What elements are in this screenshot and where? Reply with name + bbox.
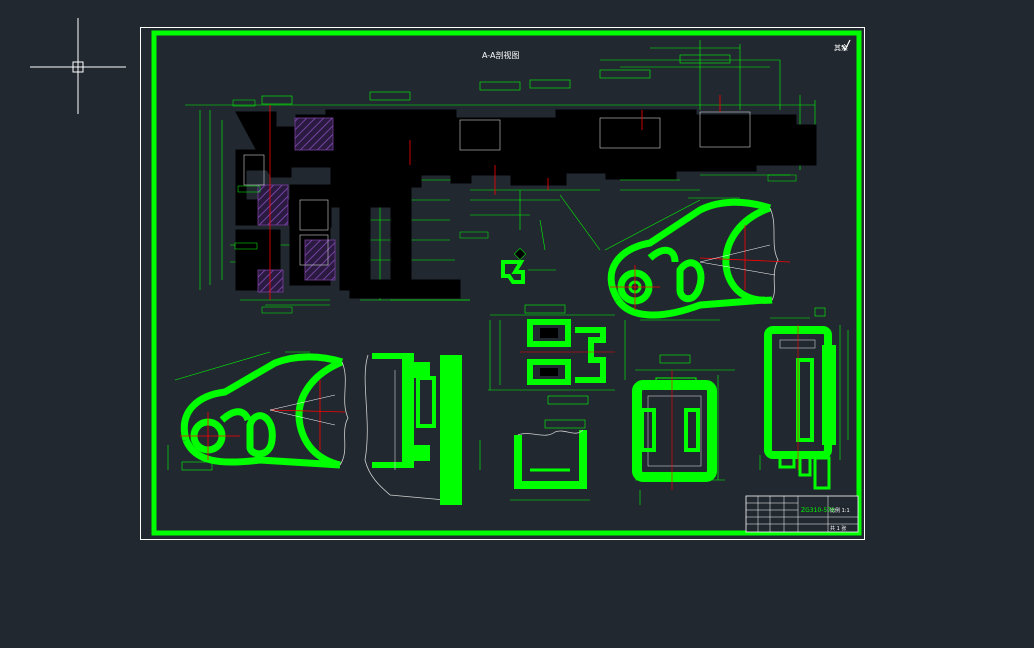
title-block: ZG310-570 比例 1:1 共 1 张 [745,495,859,533]
arm-view-bottom-left [167,351,349,471]
center-section-views [479,304,626,501]
side-section-view [364,353,462,505]
right-side-view [759,307,849,490]
title-block-drawing-name: ZG310-570 [801,507,835,514]
title-block-scale: 比例 1:1 [830,507,850,514]
roughness-symbol-icon [841,39,851,52]
section-title: A-A剖视图 [482,50,519,60]
main-section-view [185,40,817,314]
crosshair-cursor-icon [30,18,126,114]
title-block-sheet: 共 1 张 [830,525,846,532]
arm-view-top-right [604,197,791,321]
detail-small [501,247,556,284]
sheet-border [140,27,865,540]
drawing-frame [151,30,862,536]
roughness-note: 其余 [834,43,848,52]
box-view [632,354,735,505]
